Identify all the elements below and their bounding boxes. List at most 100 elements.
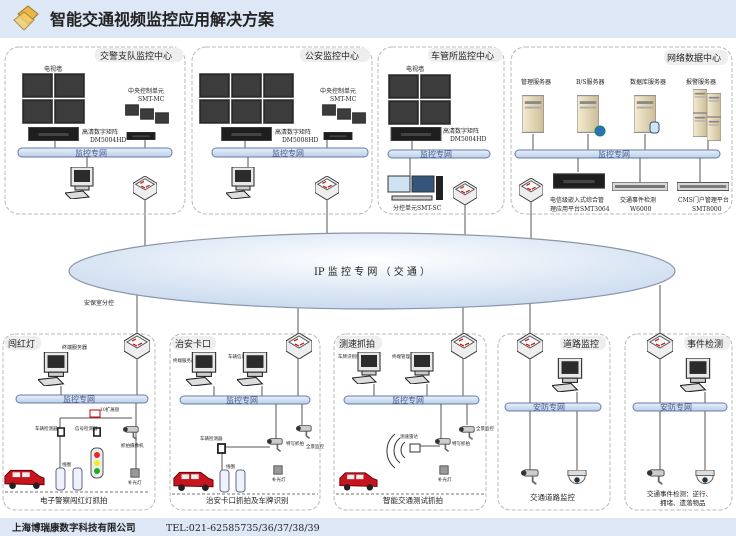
matrix-label: 高清数字矩阵 [275,128,311,136]
matrix-model: DM5008HD [282,137,318,144]
video-wall-label: 电视墙 [406,65,424,73]
traffic-light-icon [90,447,104,479]
device-label: W6000 [630,206,652,213]
control-monitors-icon [322,104,366,124]
svg-text:补光灯: 补光灯 [438,476,452,483]
network-bar [15,394,149,404]
network-label: 监控专网 [420,149,452,159]
svg-text:特写抓拍: 特写抓拍 [452,440,470,447]
svg-text:车牌识别服务器: 车牌识别服务器 [338,353,370,360]
panel-caption: 交通道路监控 [530,492,575,502]
closeup-camera-icon [266,437,284,453]
network-bar [387,149,491,159]
pc-icon [38,352,69,386]
network-label: 监控专网 [598,149,630,159]
control-monitors-icon [125,104,169,124]
alarm-server-icon [693,89,721,141]
svg-text:终端服务器: 终端服务器 [173,357,196,364]
server-label: 数据库服务器 [630,78,666,86]
fill-light-icon [130,468,140,478]
svg-text:补光灯: 补光灯 [128,479,142,486]
network-label: 安防专网 [533,402,565,412]
panel-event-detection: 事件检测 安防专网 交通事件检测：逆行、 拥堵、遗落物品 [624,333,733,511]
panel-title: 车管所监控中心 [431,50,494,62]
sub-control-label: 分控单元SMT-SC [393,204,442,212]
server-label: 报警服务器 [686,78,716,86]
logo-icon [13,5,39,31]
network-label: 监控专网 [63,394,95,404]
panel-road-monitoring: 道路监控 安防专网 交通道路监控 [497,333,611,511]
car-icon [339,472,378,491]
panel-vehicle-admin-center: 车管所监控中心 电视墙 高清数字矩阵 DM5004HD 监控专网 分控单元SMT… [377,46,505,215]
w6000-icon [612,182,668,191]
video-wall-label: 电视墙 [44,65,62,73]
smt3064-icon [553,173,605,189]
closeup-camera-icon [434,437,452,453]
svg-text:全景监控: 全景监控 [476,425,494,432]
video-wall-icon [199,73,294,124]
device-label: CMS门户管理平台 [678,196,729,204]
control-label: 中央控制单元 [320,87,356,95]
svg-text:车辆检测器: 车辆检测器 [200,435,223,442]
device-label: 电信级嵌入式综合管 [550,196,604,204]
video-wall-icon [22,73,85,124]
pc-icon [552,358,583,392]
io-board-icon [89,409,101,418]
web-server-icon [577,95,599,133]
svg-text:全景监控: 全景监控 [306,443,324,450]
server-label: 管理服务器 [521,78,551,86]
network-bar [514,149,721,159]
matrix-model: DM5004HD [90,137,126,144]
matrix-icon [220,127,273,141]
panel-red-light: 闯红灯 终端服务器 监控专网 10扩展盘 车辆检测器 信号检测器 抓拍摄像机 补… [2,333,156,511]
pc-icon [186,352,217,386]
panel-title: 网络数据中心 [667,52,721,64]
svg-text:车辆检测器: 车辆检测器 [35,425,58,432]
car-icon [173,471,214,492]
network-label: 监控专网 [226,395,258,405]
network-label: 监控专网 [272,148,304,158]
panel-speed-capture: 测速抓拍 车牌识别服务器 终端管理服务器 监控专网 全景监控 特写抓拍 测速雷达… [333,333,494,511]
panel-title: 治安卡口 [175,338,211,350]
matrix-model: DM5004HD [450,136,486,143]
title-bar: 智能交通视频监控应用解决方案 [0,0,736,38]
control-label: 中央控制单元 [128,87,164,95]
switch-icon [286,333,312,359]
network-bar [211,147,369,158]
panel-title: 道路监控 [563,338,599,350]
vehicle-detector-icon [57,427,65,437]
security-room-label: 安保室分控 [84,299,114,307]
svg-text:测速雷达: 测速雷达 [400,433,418,440]
car-icon [4,469,45,490]
svg-text:10扩展盘: 10扩展盘 [100,406,120,413]
panel-caption: 治安卡口抓拍及车牌识别 [206,495,289,505]
device-label: 理应用平台SMT3064 [550,205,610,213]
matrix-icon [390,127,442,141]
svg-text:终端管理服务器: 终端管理服务器 [392,353,424,360]
device-label: 交通事件检测 [620,196,656,204]
switch-icon [133,176,157,200]
matrix-icon [27,127,80,141]
switch-icon [519,178,543,202]
svg-text:补光灯: 补光灯 [272,476,286,483]
svg-text:线圈: 线圈 [226,463,235,470]
switch-icon [315,176,339,200]
pc-icon [680,358,711,392]
vehicle-detector-icon [217,443,226,454]
panel-public-security-center: 公安监控中心 高清数字矩阵 DM5008HD 中央控制单元 SMT-MC 监控专… [191,46,373,215]
pc-icon [65,167,94,199]
network-bar [632,402,728,412]
panel-title: 公安监控中心 [305,50,359,62]
svg-text:线圈: 线圈 [62,461,71,468]
panel-title: 闯红灯 [8,338,35,350]
panel-caption: 电子警察闯红灯抓拍 [40,495,108,505]
switch-icon [517,333,543,359]
camera-icon [520,468,540,486]
panorama-camera-icon [295,424,313,440]
switch-icon [647,333,673,359]
network-bar [179,395,311,405]
control-unit-icon [323,132,353,140]
management-server-icon [522,95,544,133]
sub-control-icon [387,175,443,201]
switch-icon [453,181,477,205]
